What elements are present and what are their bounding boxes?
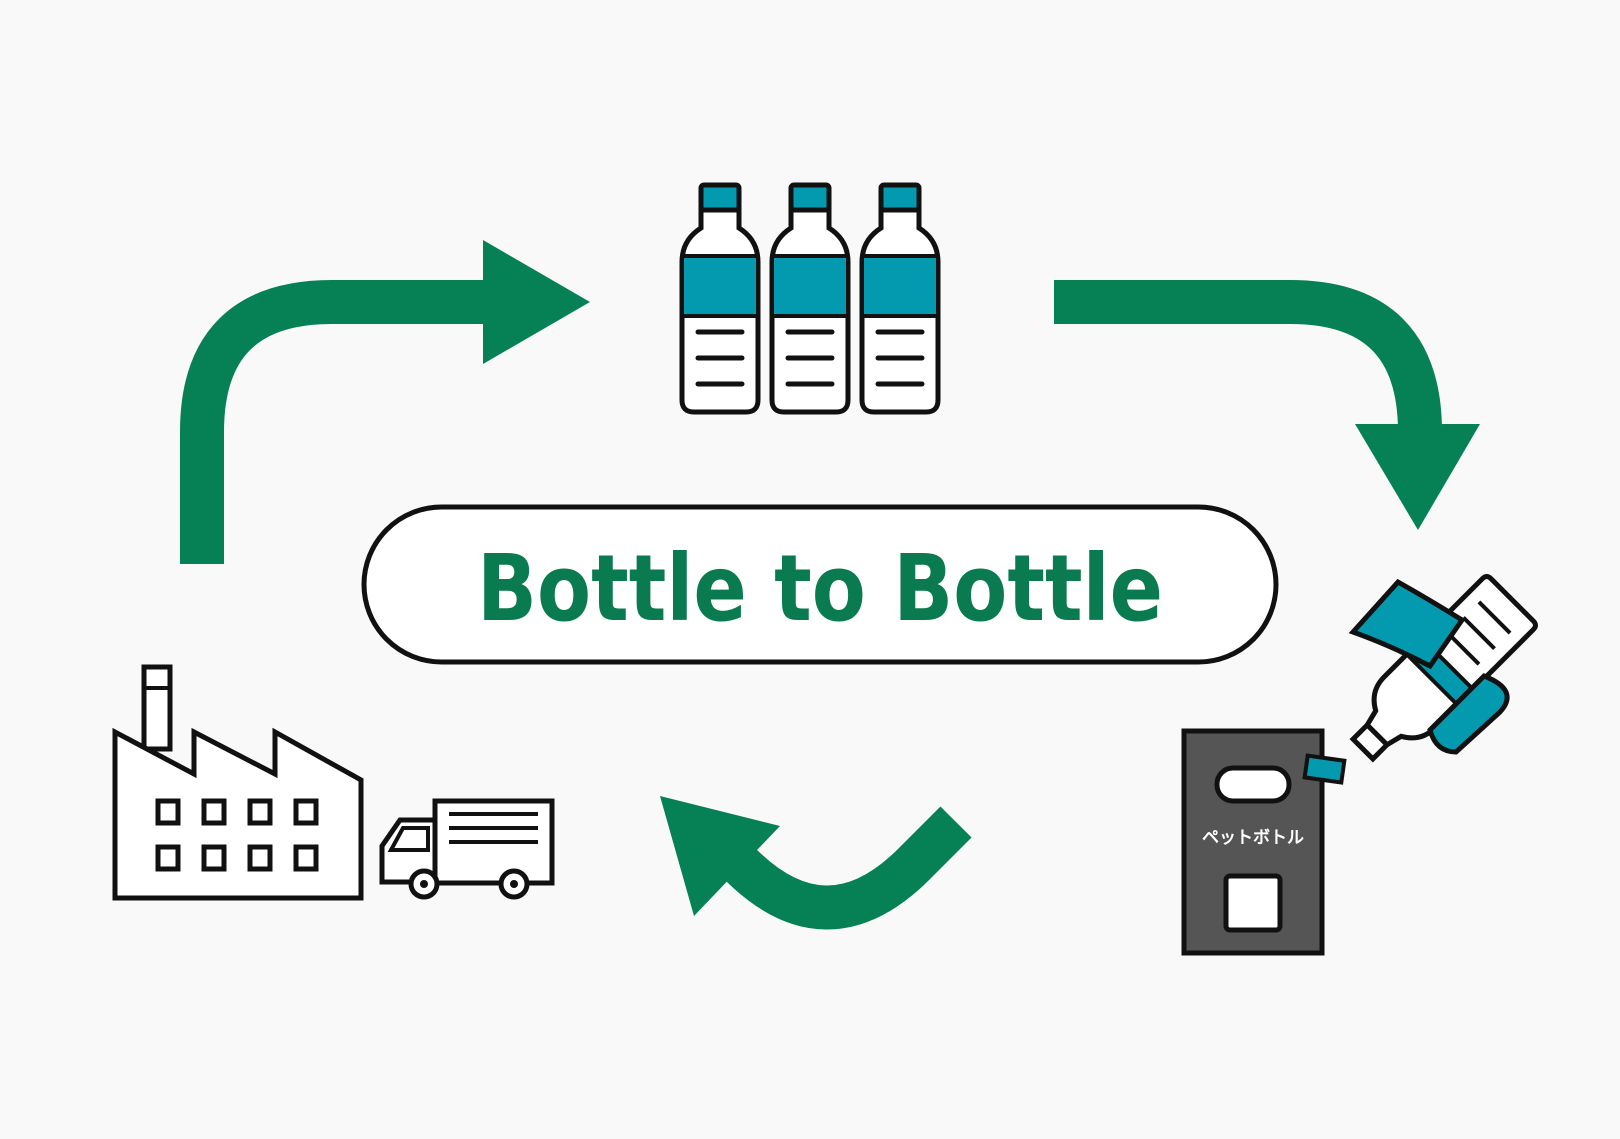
collection-box-icon: ペットボトル <box>1181 728 1347 956</box>
hand-holding-bottle-icon <box>1348 574 1538 763</box>
truck-icon <box>379 798 555 900</box>
curved-arrow-right-down-icon <box>1054 280 1480 530</box>
pet-bottles-icon <box>679 182 941 415</box>
bottle-icon <box>769 182 851 415</box>
curved-arrow-up-right-icon <box>180 240 590 564</box>
factory-windows <box>155 798 319 872</box>
diagram-title: Bottle to Bottle <box>477 535 1163 642</box>
bottle-icon <box>859 182 941 415</box>
collection-box-label: ペットボトル <box>1202 828 1304 848</box>
curved-arrow-left-icon <box>660 796 972 930</box>
factory-icon <box>112 664 364 901</box>
title-pill: Bottle to Bottle <box>361 504 1279 665</box>
bottle-cap-icon <box>1302 753 1347 785</box>
bottle-icon <box>679 182 761 415</box>
